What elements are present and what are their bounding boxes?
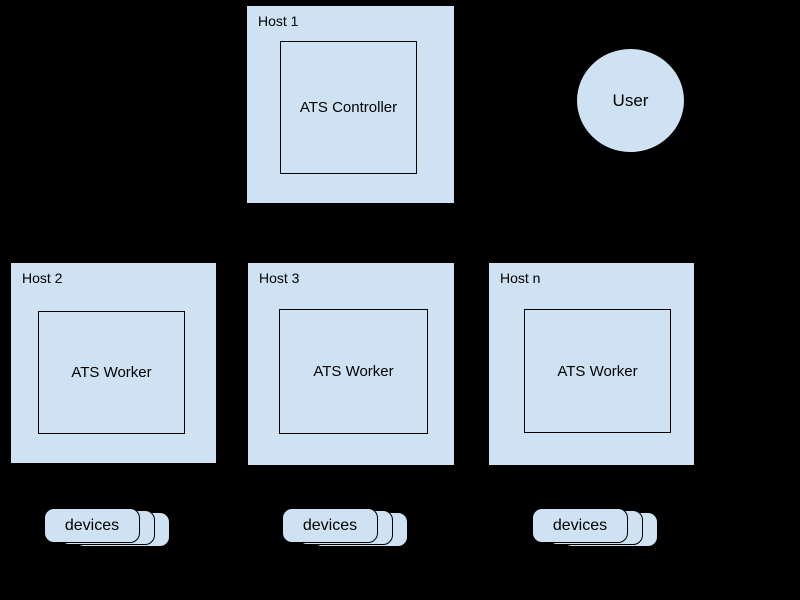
devices-label-1: devices xyxy=(64,516,120,534)
devices-card-front: devices xyxy=(44,508,140,543)
host-3-label: Host 3 xyxy=(259,270,300,286)
host-1-label: Host 1 xyxy=(258,13,299,29)
host-3-box: Host 3 ATS Worker xyxy=(247,262,455,466)
devices-card-front: devices xyxy=(532,508,628,543)
host-2-label: Host 2 xyxy=(22,270,63,286)
devices-label-2: devices xyxy=(302,516,358,534)
ats-worker-node-n: ATS Worker xyxy=(524,309,671,433)
host-n-label: Host n xyxy=(500,270,541,286)
host-2-box: Host 2 ATS Worker xyxy=(10,262,217,464)
user-label: User xyxy=(612,90,649,110)
devices-stack-1: devices xyxy=(44,508,171,548)
host-n-box: Host n ATS Worker xyxy=(488,262,695,466)
ats-worker-label-n: ATS Worker xyxy=(557,362,638,380)
user-circle: User xyxy=(576,48,685,153)
ats-worker-label-1: ATS Worker xyxy=(71,364,152,381)
devices-card-front: devices xyxy=(282,508,378,543)
host-1-box: Host 1 ATS Controller xyxy=(246,5,455,204)
ats-controller-label: ATS Controller xyxy=(299,99,398,116)
devices-label-3: devices xyxy=(552,516,608,534)
ats-worker-label-2: ATS Worker xyxy=(313,363,394,380)
ats-controller-node: ATS Controller xyxy=(280,41,417,174)
ats-worker-node-1: ATS Worker xyxy=(38,311,185,434)
devices-stack-2: devices xyxy=(282,508,409,548)
ats-worker-node-2: ATS Worker xyxy=(279,309,428,434)
devices-stack-3: devices xyxy=(532,508,659,548)
